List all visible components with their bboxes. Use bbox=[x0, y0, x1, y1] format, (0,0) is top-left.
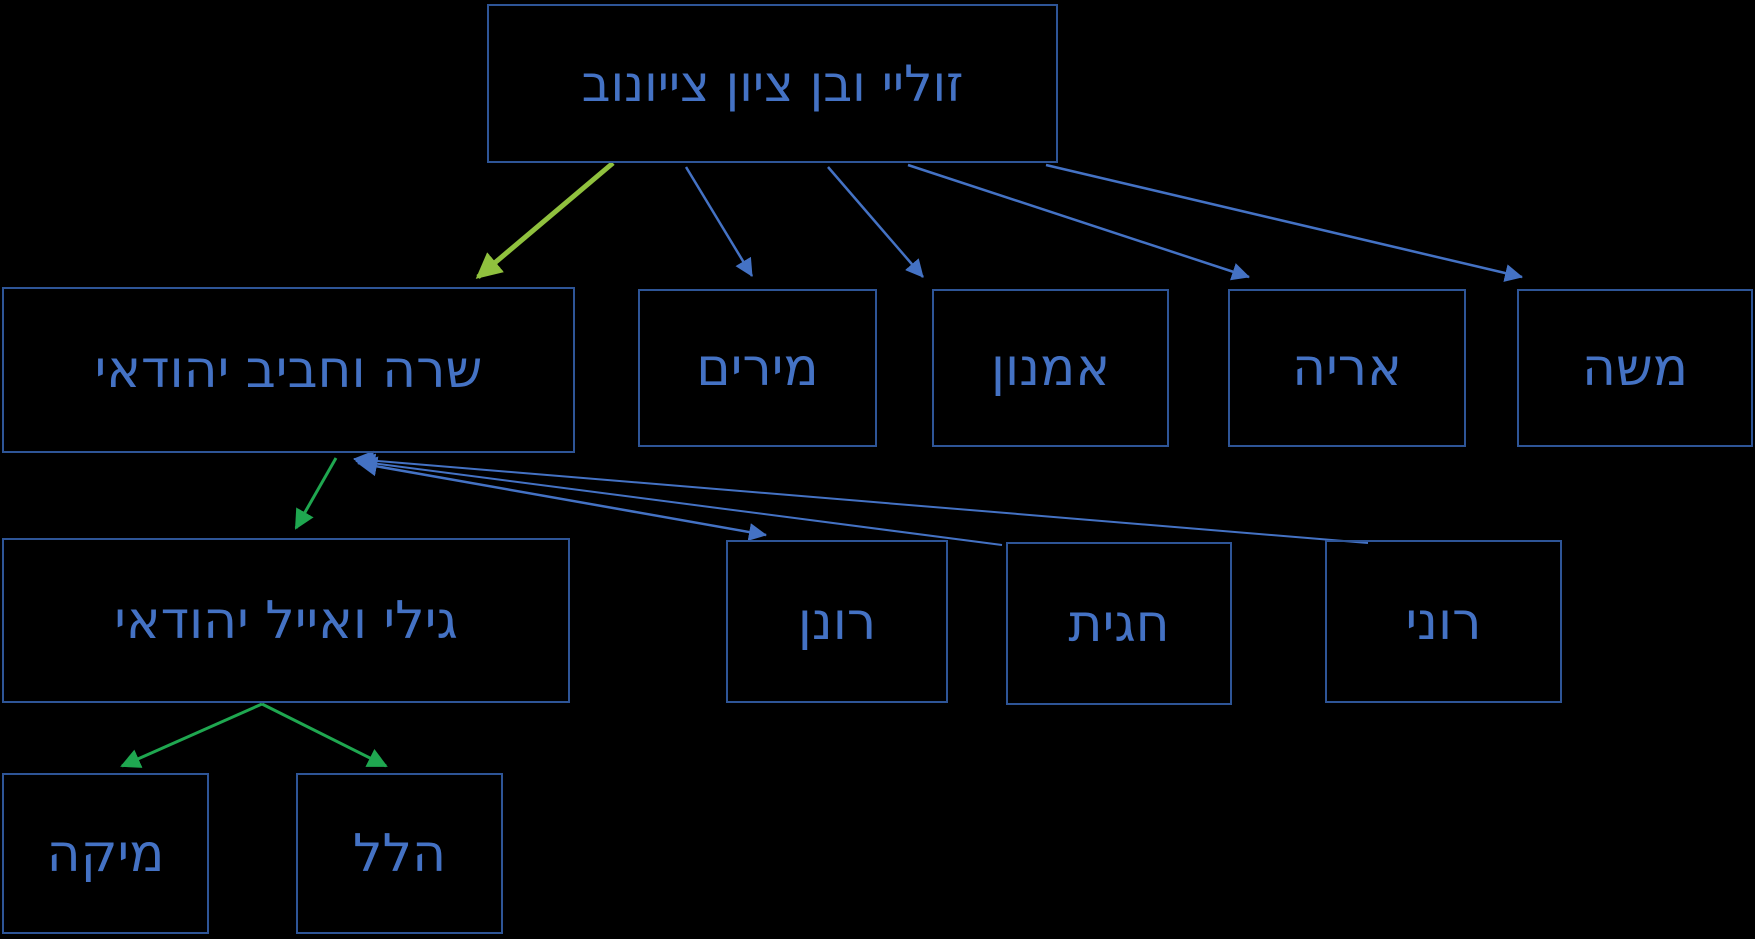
edge-gili-to-hillel bbox=[261, 702, 388, 768]
node-amnon-label: אמנון bbox=[990, 338, 1111, 398]
node-mika-label: מיקה bbox=[46, 823, 165, 884]
edge-root-to-miriam bbox=[684, 166, 754, 277]
node-mika: מיקה bbox=[2, 773, 209, 934]
node-moshe-label: משה bbox=[1581, 338, 1689, 398]
node-ronen-label: רונן bbox=[797, 591, 877, 652]
node-miriam: מירים bbox=[638, 289, 877, 447]
edge-root-to-moshe bbox=[1045, 163, 1523, 282]
node-miriam-label: מירים bbox=[696, 338, 819, 398]
node-hillel-label: הלל bbox=[352, 823, 447, 884]
node-zuli-ben-zion: זוליי ובן ציון צייונוב bbox=[487, 4, 1058, 163]
edge-sara-to-hagit bbox=[355, 453, 1003, 546]
edge-root-to-sara-haviv bbox=[475, 161, 615, 279]
node-roni: רוני bbox=[1325, 540, 1562, 703]
node-moshe: משה bbox=[1517, 289, 1753, 447]
edge-gili-to-mika bbox=[120, 702, 263, 768]
node-arie: אריה bbox=[1228, 289, 1466, 447]
edge-sara-to-gili-eyal bbox=[294, 457, 338, 530]
edge-sara-to-ronen bbox=[357, 456, 767, 541]
node-hagit-label: חגית bbox=[1068, 593, 1170, 654]
node-gili-eyal: גילי ואייל יהודאי bbox=[2, 538, 570, 703]
edge-root-to-arie bbox=[907, 163, 1250, 281]
node-hagit: חגית bbox=[1006, 542, 1232, 705]
edge-root-to-amnon bbox=[827, 166, 924, 278]
node-gili-eyal-label: גילי ואייל יהודאי bbox=[114, 590, 458, 651]
node-sara-haviv-label: שרה וחביב יהודאי bbox=[94, 340, 483, 400]
node-sara-haviv: שרה וחביב יהודאי bbox=[2, 287, 575, 453]
node-arie-label: אריה bbox=[1292, 338, 1402, 398]
node-hillel: הלל bbox=[296, 773, 503, 934]
node-roni-label: רוני bbox=[1405, 591, 1482, 652]
node-ronen: רונן bbox=[726, 540, 948, 703]
edge-sara-to-roni bbox=[353, 450, 1369, 544]
node-amnon: אמנון bbox=[932, 289, 1169, 447]
node-zuli-ben-zion-label: זוליי ובן ציון צייונוב bbox=[581, 54, 964, 113]
